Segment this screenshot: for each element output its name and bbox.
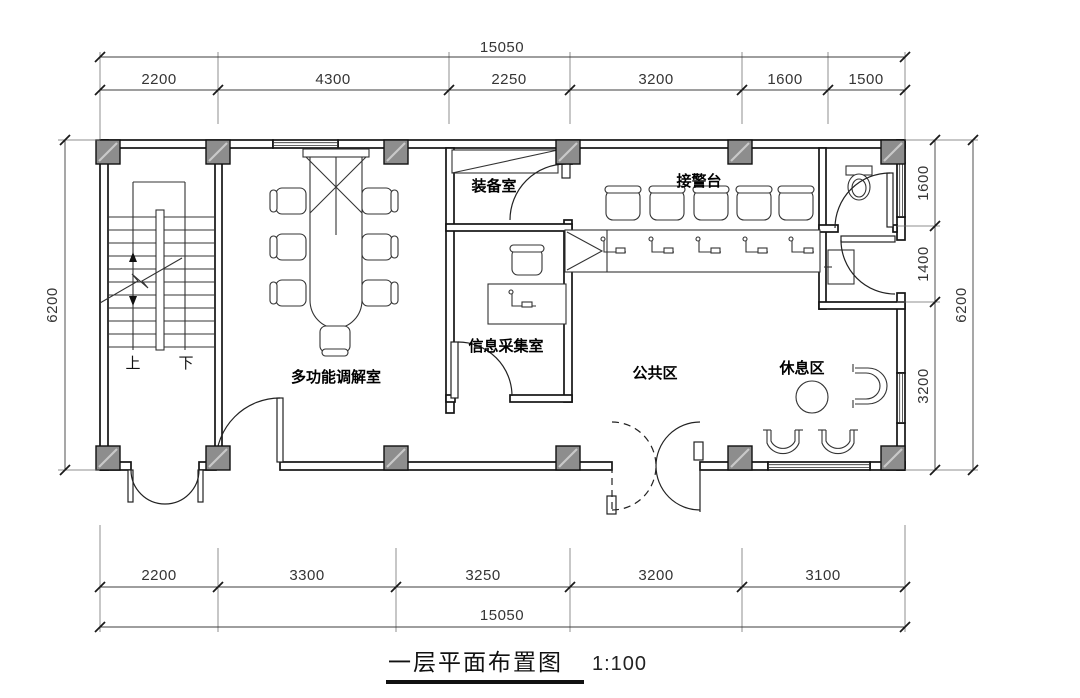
stair-arrow-up bbox=[129, 252, 137, 262]
dim-bottom-total: 15050 bbox=[480, 607, 524, 624]
column bbox=[383, 445, 409, 471]
dim-top-1: 2200 bbox=[141, 71, 176, 88]
column bbox=[383, 139, 409, 165]
column bbox=[727, 139, 753, 165]
chair bbox=[361, 279, 393, 307]
display-screen bbox=[302, 148, 370, 158]
chair bbox=[361, 233, 393, 261]
workstations bbox=[600, 236, 814, 254]
chair bbox=[736, 189, 772, 221]
title-text: 一层平面布置图 bbox=[388, 649, 563, 675]
room-label-reception: 接警台 bbox=[676, 172, 721, 190]
dimension-top: 15050 2200 4300 2250 3200 1600 1500 bbox=[94, 39, 911, 140]
title-scale: 1:100 bbox=[592, 653, 647, 675]
stairwell: 上 下 bbox=[99, 181, 215, 372]
dim-top-total: 15050 bbox=[480, 39, 524, 56]
reception-counter-group bbox=[564, 185, 821, 273]
door-leaf bbox=[450, 341, 459, 399]
chair bbox=[511, 248, 543, 276]
chair bbox=[319, 325, 351, 353]
dim-top-2: 4300 bbox=[315, 71, 350, 88]
column bbox=[95, 445, 121, 471]
dim-bottom-1: 2200 bbox=[141, 567, 176, 584]
dim-right-2: 1400 bbox=[915, 246, 932, 281]
stair-down-label: 下 bbox=[178, 355, 193, 372]
reception-chairs bbox=[604, 185, 815, 221]
column bbox=[205, 139, 231, 165]
door-leaf bbox=[886, 172, 894, 228]
dim-top-6: 1500 bbox=[848, 71, 883, 88]
doors bbox=[127, 163, 896, 515]
drawing-title: 一层平面布置图 1:100 bbox=[386, 649, 647, 684]
room-label-mediation: 多功能调解室 bbox=[291, 368, 381, 386]
door-leaf bbox=[276, 397, 284, 463]
chair bbox=[605, 189, 641, 221]
dim-right-3: 3200 bbox=[915, 368, 932, 403]
chair bbox=[693, 189, 729, 221]
dim-bottom-2: 3300 bbox=[289, 567, 324, 584]
equipment-rack bbox=[451, 149, 559, 174]
dim-bottom-3: 3250 bbox=[465, 567, 500, 584]
dim-bottom-5: 3100 bbox=[805, 567, 840, 584]
dim-top-5: 1600 bbox=[767, 71, 802, 88]
armchair bbox=[818, 429, 858, 455]
dim-right-1: 1600 bbox=[915, 165, 932, 200]
room-label-rest: 休息区 bbox=[778, 359, 824, 377]
column bbox=[95, 139, 121, 165]
stair-break-line bbox=[99, 257, 183, 304]
room-label-public: 公共区 bbox=[632, 365, 677, 382]
column bbox=[880, 445, 906, 471]
column bbox=[555, 139, 581, 165]
door-leaf bbox=[840, 235, 896, 243]
rest-area-furniture bbox=[763, 364, 888, 455]
door-leaf bbox=[693, 441, 704, 461]
room-label-equipment: 装备室 bbox=[470, 177, 516, 195]
chair bbox=[778, 189, 814, 221]
column bbox=[880, 139, 906, 165]
round-table bbox=[795, 380, 829, 414]
interior-walls bbox=[214, 147, 906, 463]
dimension-left: 6200 bbox=[44, 134, 100, 476]
room-labels: 多功能调解室 装备室 信息采集室 公共区 接警台 休息区 bbox=[291, 172, 825, 386]
dim-left-total: 6200 bbox=[44, 287, 61, 322]
dim-top-4: 3200 bbox=[638, 71, 673, 88]
windows bbox=[272, 139, 906, 471]
chair bbox=[275, 279, 307, 307]
door-leaf bbox=[197, 469, 204, 503]
chair bbox=[361, 187, 393, 215]
dimension-right: 1600 1400 3200 6200 bbox=[897, 134, 979, 476]
dimension-bottom: 2200 3300 3250 3200 3100 15050 bbox=[94, 525, 911, 633]
conference-chairs bbox=[269, 187, 399, 357]
door-leaf bbox=[561, 163, 571, 179]
chair bbox=[275, 187, 307, 215]
armchair bbox=[763, 429, 803, 455]
info-room-furniture bbox=[487, 244, 567, 325]
dim-bottom-4: 3200 bbox=[638, 567, 673, 584]
armchair bbox=[852, 364, 888, 408]
chair bbox=[649, 189, 685, 221]
wc-fixtures bbox=[824, 165, 873, 285]
column bbox=[727, 445, 753, 471]
conference-table-group bbox=[302, 148, 370, 329]
stair-up-label: 上 bbox=[125, 355, 140, 372]
stair-arrow-down bbox=[129, 296, 137, 306]
column bbox=[555, 445, 581, 471]
room-label-info: 信息采集室 bbox=[468, 337, 543, 355]
reception-counter bbox=[564, 229, 821, 273]
dim-right-total: 6200 bbox=[953, 287, 970, 322]
structural-columns bbox=[95, 139, 906, 471]
door-leaf bbox=[127, 469, 134, 503]
chair bbox=[275, 233, 307, 261]
counter-end-chevron bbox=[566, 231, 604, 271]
stair-handrail bbox=[155, 209, 165, 351]
column bbox=[205, 445, 231, 471]
dim-top-3: 2250 bbox=[491, 71, 526, 88]
